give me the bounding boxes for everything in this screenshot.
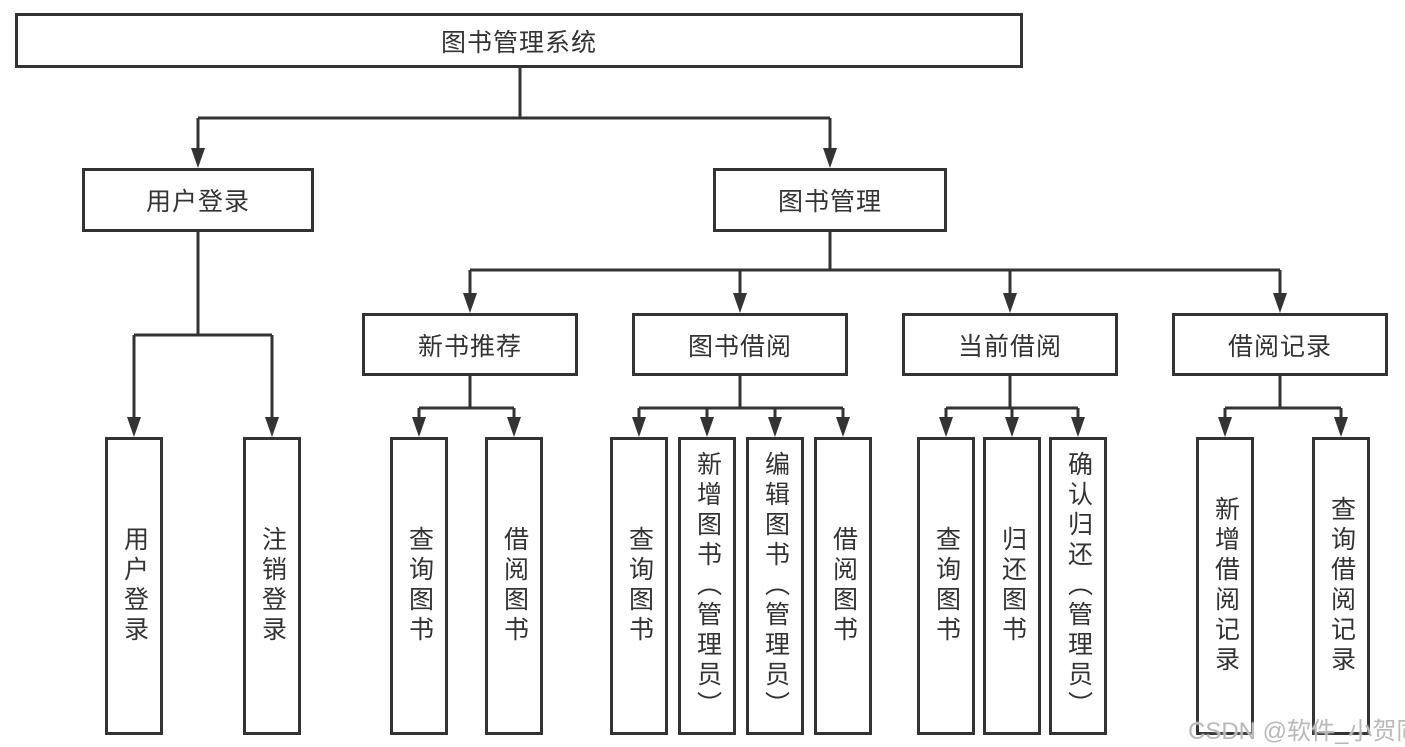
node-edit-books-admin: 编辑图书（管理员） — [746, 437, 804, 735]
node-label: 新增借阅记录 — [1211, 496, 1240, 676]
node-logout: 注销登录 — [243, 437, 301, 735]
node-label: 归还图书 — [998, 526, 1027, 646]
node-user-login: 用户登录 — [82, 168, 314, 232]
node-borrow-books: 借阅图书 — [814, 437, 872, 735]
node-current-borrowing: 当前借阅 — [902, 313, 1118, 376]
node-label: 注销登录 — [258, 526, 287, 646]
node-query-books: 查询图书 — [917, 437, 975, 735]
node-label: 当前借阅 — [957, 332, 1062, 361]
node-label: 查询借阅记录 — [1327, 496, 1356, 676]
node-label: 用户登录 — [145, 188, 250, 216]
node-add-books-admin: 新增图书（管理员） — [678, 437, 736, 735]
node-label: 确认归还（管理员） — [1064, 451, 1093, 721]
node-label: 新增图书（管理员） — [693, 451, 722, 721]
node-new-book-recommendation: 新书推荐 — [362, 313, 578, 376]
node-book-management: 图书管理 — [713, 168, 947, 232]
node-label: 用户登录 — [120, 526, 149, 646]
node-query-books: 查询图书 — [390, 437, 448, 735]
node-label: 借阅记录 — [1227, 332, 1332, 361]
node-query-borrow-record: 查询借阅记录 — [1312, 437, 1370, 735]
node-book-borrowing: 图书借阅 — [632, 313, 848, 376]
node-label: 新书推荐 — [417, 332, 522, 361]
node-label: 图书借阅 — [687, 332, 792, 361]
node-label: 图书管理 — [777, 188, 882, 216]
node-return-books: 归还图书 — [983, 437, 1041, 735]
csdn-watermark: CSDN @软件_小贺同学 — [1188, 718, 1405, 745]
node-label: 查询图书 — [405, 526, 434, 646]
node-label: 图书管理系统 — [440, 28, 597, 57]
node-library-management-system: 图书管理系统 — [15, 13, 1023, 68]
node-add-borrow-record: 新增借阅记录 — [1196, 437, 1254, 735]
node-label: 编辑图书（管理员） — [761, 451, 790, 721]
node-confirm-return-admin: 确认归还（管理员） — [1049, 437, 1107, 735]
node-label: 借阅图书 — [829, 526, 858, 646]
node-label: 查询图书 — [625, 526, 654, 646]
node-borrowing-records: 借阅记录 — [1172, 313, 1388, 376]
node-label: 借阅图书 — [500, 526, 529, 646]
node-borrow-books: 借阅图书 — [485, 437, 543, 735]
node-label: 查询图书 — [932, 526, 961, 646]
node-user-login-leaf: 用户登录 — [105, 437, 163, 735]
node-query-books: 查询图书 — [610, 437, 668, 735]
